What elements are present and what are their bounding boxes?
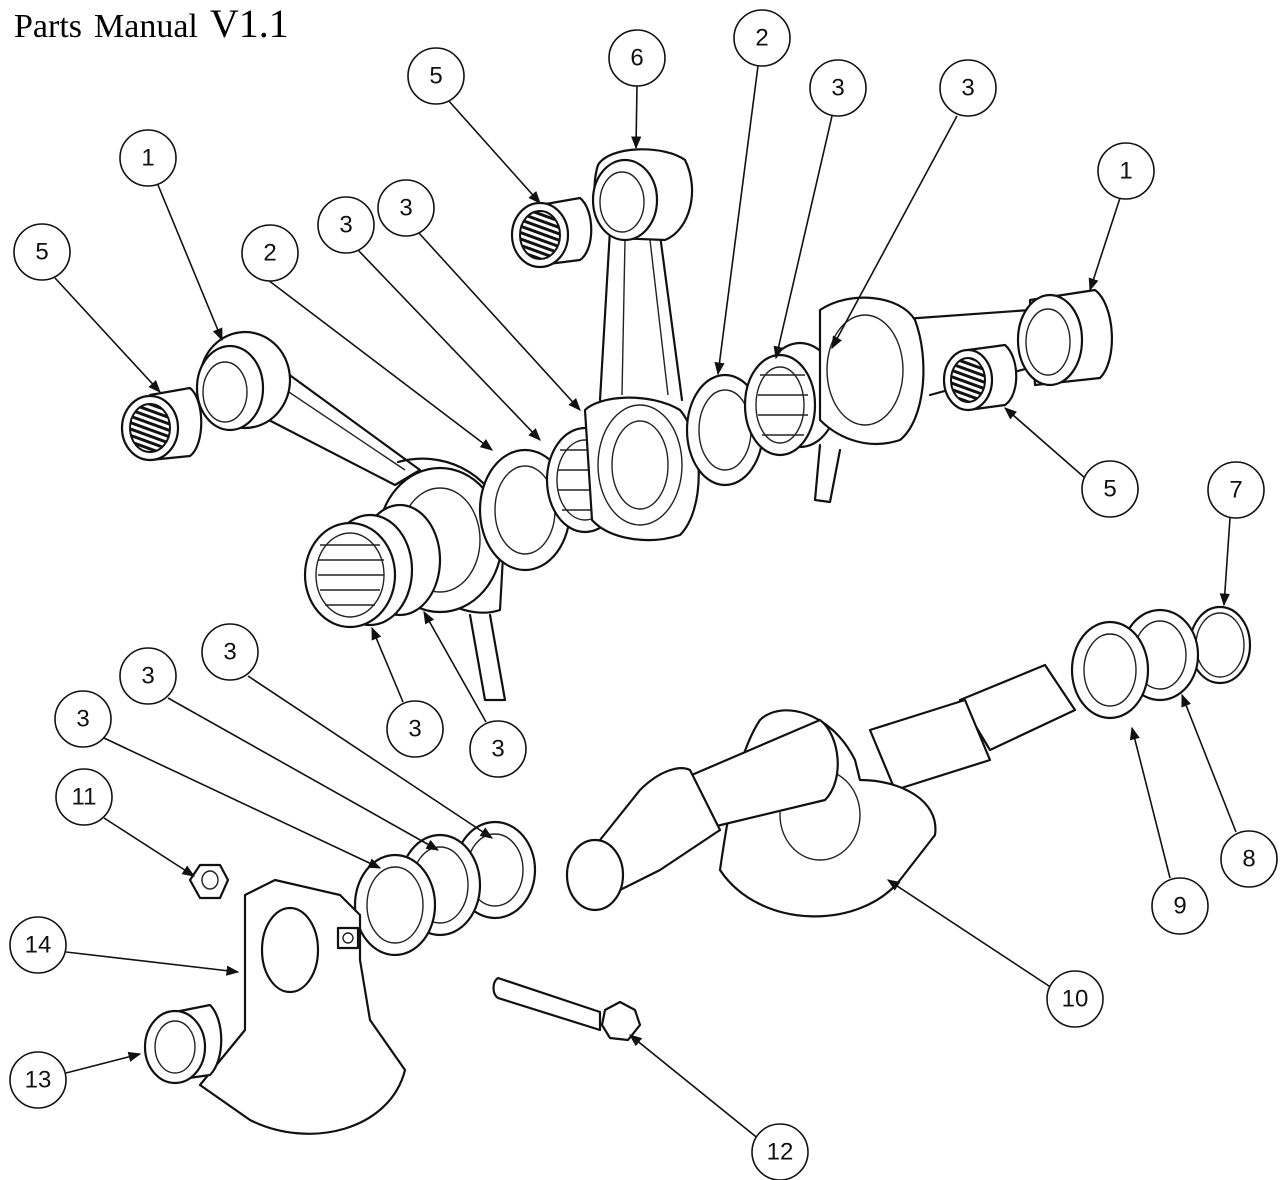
callout-20: 14: [9, 916, 67, 974]
callout-18: 3: [54, 690, 112, 748]
title-word-parts: Parts: [14, 8, 82, 45]
callout-label: 2: [755, 25, 768, 52]
top-needle-bearing: [510, 196, 593, 269]
callout-label: 3: [141, 663, 154, 690]
callout-11: 1: [1097, 142, 1155, 200]
callout-label: 3: [408, 716, 421, 743]
right-connecting-rod: [813, 288, 1114, 504]
callout-bubbles: 1 2 3 3 5 5 6 2 3 3 1 5 7 3 3 3 3 3 11 1…: [9, 9, 1278, 1180]
callout-label: 10: [1062, 986, 1089, 1013]
callout-label: 3: [399, 195, 412, 222]
callout-15: 3: [469, 720, 527, 778]
callout-label: 12: [767, 1139, 794, 1166]
title-word-manual: Manual: [94, 8, 198, 45]
callout-label: 5: [1103, 476, 1116, 503]
callout-10: 3: [939, 59, 997, 117]
right-needle-bearing: [942, 343, 1018, 412]
callout-24: 9: [1151, 877, 1209, 935]
callout-label: 1: [141, 145, 154, 172]
counterweight: [198, 878, 407, 1135]
callout-5: 5: [13, 223, 71, 281]
callout-label: 3: [76, 706, 89, 733]
crankshaft: [565, 663, 1077, 918]
callout-9: 3: [809, 59, 867, 117]
bolt: [492, 976, 642, 1042]
callout-label: 3: [223, 639, 236, 666]
callout-label: 8: [1242, 846, 1255, 873]
left-needle-bearing: [120, 386, 203, 462]
callout-16: 3: [201, 623, 259, 681]
end-bushing: [143, 1003, 223, 1085]
callout-7: 6: [608, 29, 666, 87]
title-version: V1.1: [209, 1, 289, 46]
page-title: Parts Manual V1.1: [14, 0, 289, 47]
callout-13: 7: [1207, 461, 1265, 519]
callout-4: 3: [377, 179, 435, 237]
callout-22: 12: [751, 1123, 809, 1180]
leader-lines: [54, 65, 1237, 1141]
hex-nut: [188, 863, 230, 900]
callout-label: 3: [491, 736, 504, 763]
center-connecting-rod: [583, 148, 700, 542]
callout-label: 1: [1119, 158, 1132, 185]
callout-12: 5: [1081, 460, 1139, 518]
callout-1: 1: [119, 129, 177, 187]
callout-label: 3: [831, 75, 844, 102]
callout-label: 7: [1229, 477, 1242, 504]
callout-2: 2: [241, 224, 299, 282]
callout-label: 9: [1173, 893, 1186, 920]
callout-label: 6: [630, 45, 643, 72]
callout-label: 11: [72, 784, 97, 811]
lower-main-bearing-stack: [353, 820, 537, 957]
callout-label: 5: [429, 63, 442, 90]
callout-8: 2: [733, 9, 791, 67]
callout-25: 8: [1220, 830, 1278, 888]
callout-label: 14: [25, 932, 52, 959]
callout-23: 10: [1046, 970, 1104, 1028]
callout-14: 3: [386, 700, 444, 758]
callout-label: 3: [961, 75, 974, 102]
callout-label: 2: [263, 240, 276, 267]
callout-label: 3: [339, 212, 352, 239]
main-seal-stack: [1070, 605, 1252, 720]
callout-label: 13: [25, 1067, 52, 1094]
callout-6: 5: [407, 47, 465, 105]
callout-19: 11: [55, 768, 113, 826]
right-crankpin-bearing-stack: [685, 341, 840, 487]
callout-21: 13: [9, 1051, 67, 1109]
callout-label: 5: [35, 239, 48, 266]
callout-17: 3: [119, 647, 177, 705]
callout-3: 3: [317, 196, 375, 254]
